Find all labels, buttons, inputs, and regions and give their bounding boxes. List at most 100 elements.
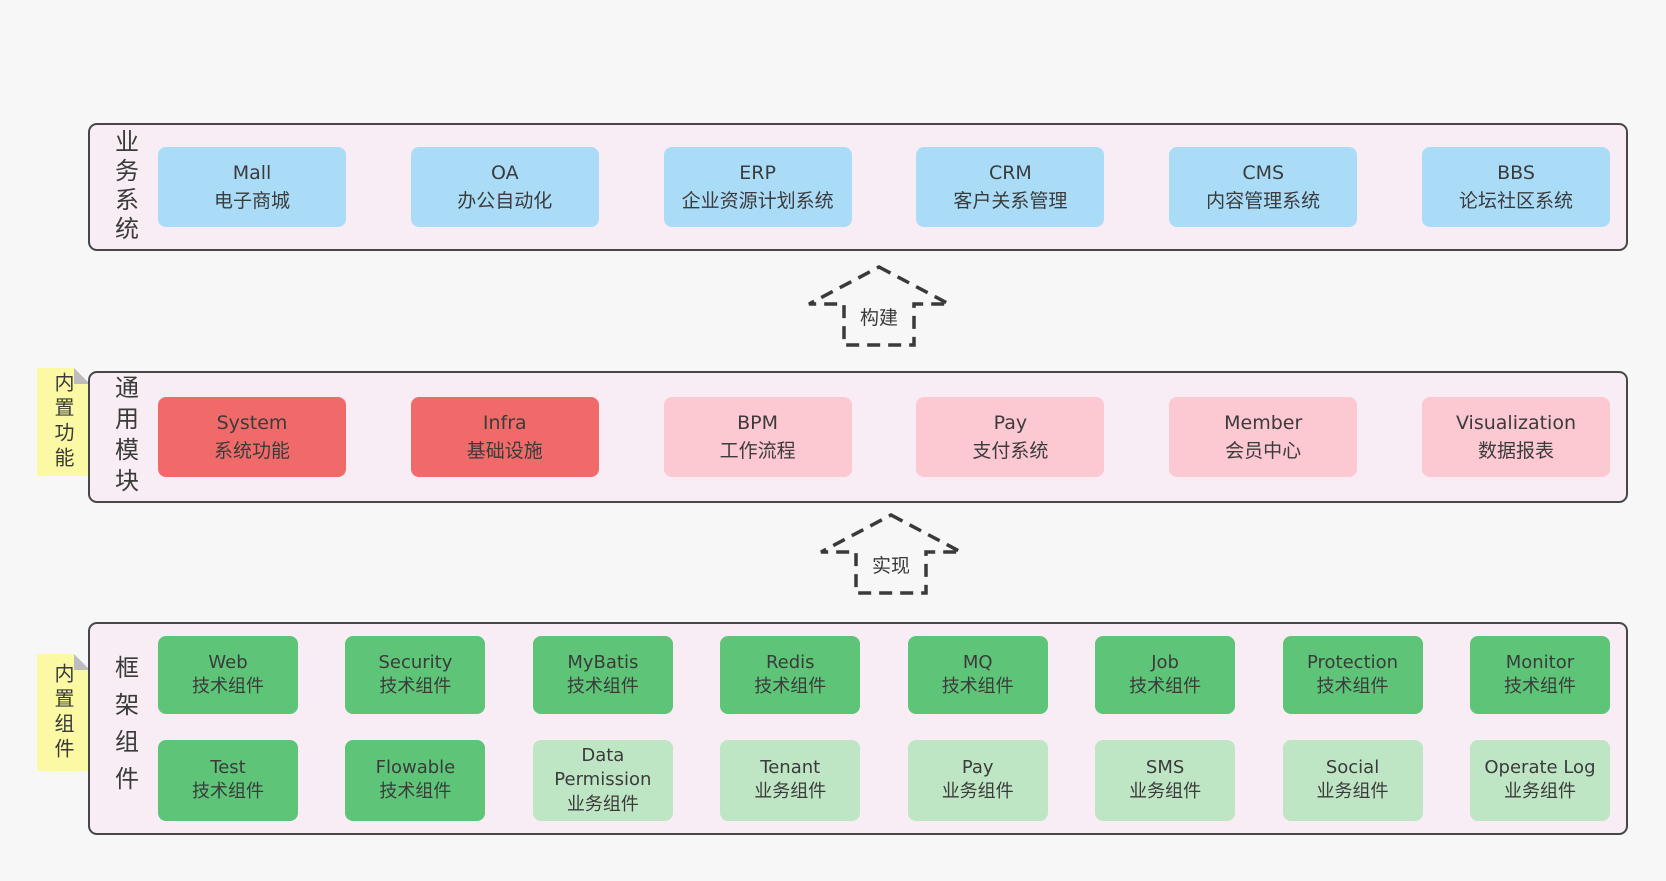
box-title: SMS — [1145, 757, 1185, 779]
box-bbs: BBS 论坛社区系统 — [1421, 147, 1610, 227]
panel-label-common-modules: 通用模块 — [110, 375, 139, 499]
box-infra: Infra 基础设施 — [410, 397, 599, 477]
box-subtitle: 论坛社区系统 — [1458, 190, 1573, 212]
box-subtitle: 企业资源计划系统 — [681, 190, 834, 212]
box-subtitle: 基础设施 — [466, 440, 543, 462]
box-mybatis: MyBatis 技术组件 — [532, 636, 673, 715]
box-subtitle: 系统功能 — [213, 440, 290, 462]
box-title: BPM — [737, 411, 779, 434]
box-title: Monitor — [1505, 651, 1575, 673]
build-arrow-label: 构建 — [856, 302, 902, 331]
box-subtitle: 办公自动化 — [457, 190, 553, 212]
panel-common-modules: 通用模块 System 系统功能 Infra 基础设施 BPM 工作流程 Pay… — [88, 371, 1628, 503]
box-mq: MQ 技术组件 — [907, 636, 1048, 715]
box-title: BBS — [1497, 161, 1535, 184]
implement-arrow: 实现 — [818, 512, 964, 596]
panel-framework-components: 框架组件 Web 技术组件 Security 技术组件 MyBatis 技术组件… — [88, 622, 1628, 835]
note-text: 内置功能 — [51, 372, 75, 472]
box-mall: Mall 电子商城 — [158, 147, 346, 227]
note-text: 内置组件 — [51, 662, 75, 763]
box-bpm: BPM 工作流程 — [663, 397, 852, 477]
box-title: Social — [1325, 757, 1380, 779]
box-title: Operate Log — [1484, 757, 1596, 779]
box-title: Mall — [232, 161, 272, 184]
box-subtitle: 工作流程 — [719, 440, 796, 462]
implement-arrow-label: 实现 — [868, 550, 914, 579]
box-title: Security — [378, 651, 453, 673]
box-web: Web 技术组件 — [158, 636, 298, 715]
box-sms: SMS 业务组件 — [1095, 740, 1236, 821]
box-title: System — [216, 411, 288, 434]
build-arrow: 构建 — [806, 264, 952, 348]
business-boxes-row: Mall 电子商城 OA 办公自动化 ERP 企业资源计划系统 CRM 客户关系… — [148, 125, 1626, 249]
box-subtitle: 支付系统 — [972, 440, 1049, 462]
box-subtitle: 技术组件 — [192, 676, 264, 698]
panel-label-framework-components: 框架组件 — [110, 654, 139, 803]
box-visualization: Visualization 数据报表 — [1421, 397, 1610, 477]
box-title: Redis — [765, 651, 815, 673]
box-redis: Redis 技术组件 — [720, 636, 861, 715]
box-title: CMS — [1242, 161, 1285, 184]
box-subtitle: 技术组件 — [1129, 676, 1202, 698]
note-built-in-components: 内置组件 — [37, 654, 90, 771]
box-pay: Pay 支付系统 — [916, 397, 1105, 477]
box-title: OA — [490, 161, 519, 184]
box-subtitle: 业务组件 — [754, 781, 827, 803]
box-subtitle: 客户关系管理 — [953, 190, 1068, 212]
box-title: Pay — [993, 411, 1028, 434]
box-title: Tenant — [760, 757, 821, 779]
box-subtitle: 业务组件 — [1503, 781, 1576, 803]
arrow-up-icon — [820, 513, 962, 595]
box-subtitle: 会员中心 — [1225, 440, 1302, 462]
box-subtitle: 业务组件 — [1129, 781, 1202, 803]
box-title: CRM — [988, 161, 1032, 184]
box-system: System 系统功能 — [158, 397, 346, 477]
box-subtitle: 技术组件 — [379, 781, 452, 803]
box-subtitle: 技术组件 — [1503, 676, 1576, 698]
box-subtitle: 技术组件 — [1316, 676, 1389, 698]
box-crm: CRM 客户关系管理 — [916, 147, 1105, 227]
box-title: Job — [1151, 651, 1179, 673]
box-title: MyBatis — [567, 651, 639, 673]
box-subtitle: 技术组件 — [754, 676, 827, 698]
box-subtitle: 技术组件 — [941, 676, 1014, 698]
box-title: ERP — [739, 161, 776, 184]
box-title: MQ — [962, 651, 993, 673]
note-built-in-features: 内置功能 — [37, 368, 90, 476]
box-subtitle: 技术组件 — [566, 676, 639, 698]
box-tenant: Tenant 业务组件 — [720, 740, 861, 821]
box-erp: ERP 企业资源计划系统 — [663, 147, 852, 227]
box-member: Member 会员中心 — [1169, 397, 1358, 477]
box-subtitle: 业务组件 — [1316, 781, 1389, 803]
box-oa: OA 办公自动化 — [410, 147, 599, 227]
box-title: Web — [208, 651, 248, 673]
box-security: Security 技术组件 — [345, 636, 486, 715]
box-monitor: Monitor 技术组件 — [1469, 636, 1610, 715]
box-subtitle: 电子商城 — [213, 190, 290, 212]
arrow-up-icon — [808, 265, 950, 347]
box-subtitle: 数据报表 — [1477, 440, 1554, 462]
box-title: Protection — [1306, 651, 1399, 673]
panel-label-business-systems: 业务系统 — [110, 129, 139, 245]
box-title: Member — [1224, 411, 1303, 434]
box-subtitle: 技术组件 — [192, 781, 264, 803]
box-operate-log: Operate Log 业务组件 — [1469, 740, 1610, 821]
box-pay-biz: Pay 业务组件 — [907, 740, 1048, 821]
box-title: Visualization — [1455, 411, 1576, 434]
box-flowable: Flowable 技术组件 — [345, 740, 486, 821]
box-data-permission: Data Permission 业务组件 — [532, 740, 673, 821]
box-test: Test 技术组件 — [158, 740, 298, 821]
modules-boxes-row: System 系统功能 Infra 基础设施 BPM 工作流程 Pay 支付系统… — [148, 373, 1626, 501]
box-subtitle: 业务组件 — [941, 781, 1014, 803]
box-title: Flowable — [375, 757, 456, 779]
panel-business-systems: 业务系统 Mall 电子商城 OA 办公自动化 ERP 企业资源计划系统 CRM… — [88, 123, 1628, 251]
box-subtitle: 业务组件 — [566, 793, 639, 815]
box-subtitle: 技术组件 — [379, 676, 452, 698]
box-job: Job 技术组件 — [1095, 636, 1236, 715]
box-subtitle: 内容管理系统 — [1206, 190, 1321, 212]
box-social: Social 业务组件 — [1282, 740, 1423, 821]
box-title: Infra — [482, 411, 527, 434]
box-title: Data Permission — [554, 745, 652, 791]
box-title: Pay — [961, 757, 994, 779]
framework-boxes-grid: Web 技术组件 Security 技术组件 MyBatis 技术组件 Redi… — [148, 624, 1626, 833]
